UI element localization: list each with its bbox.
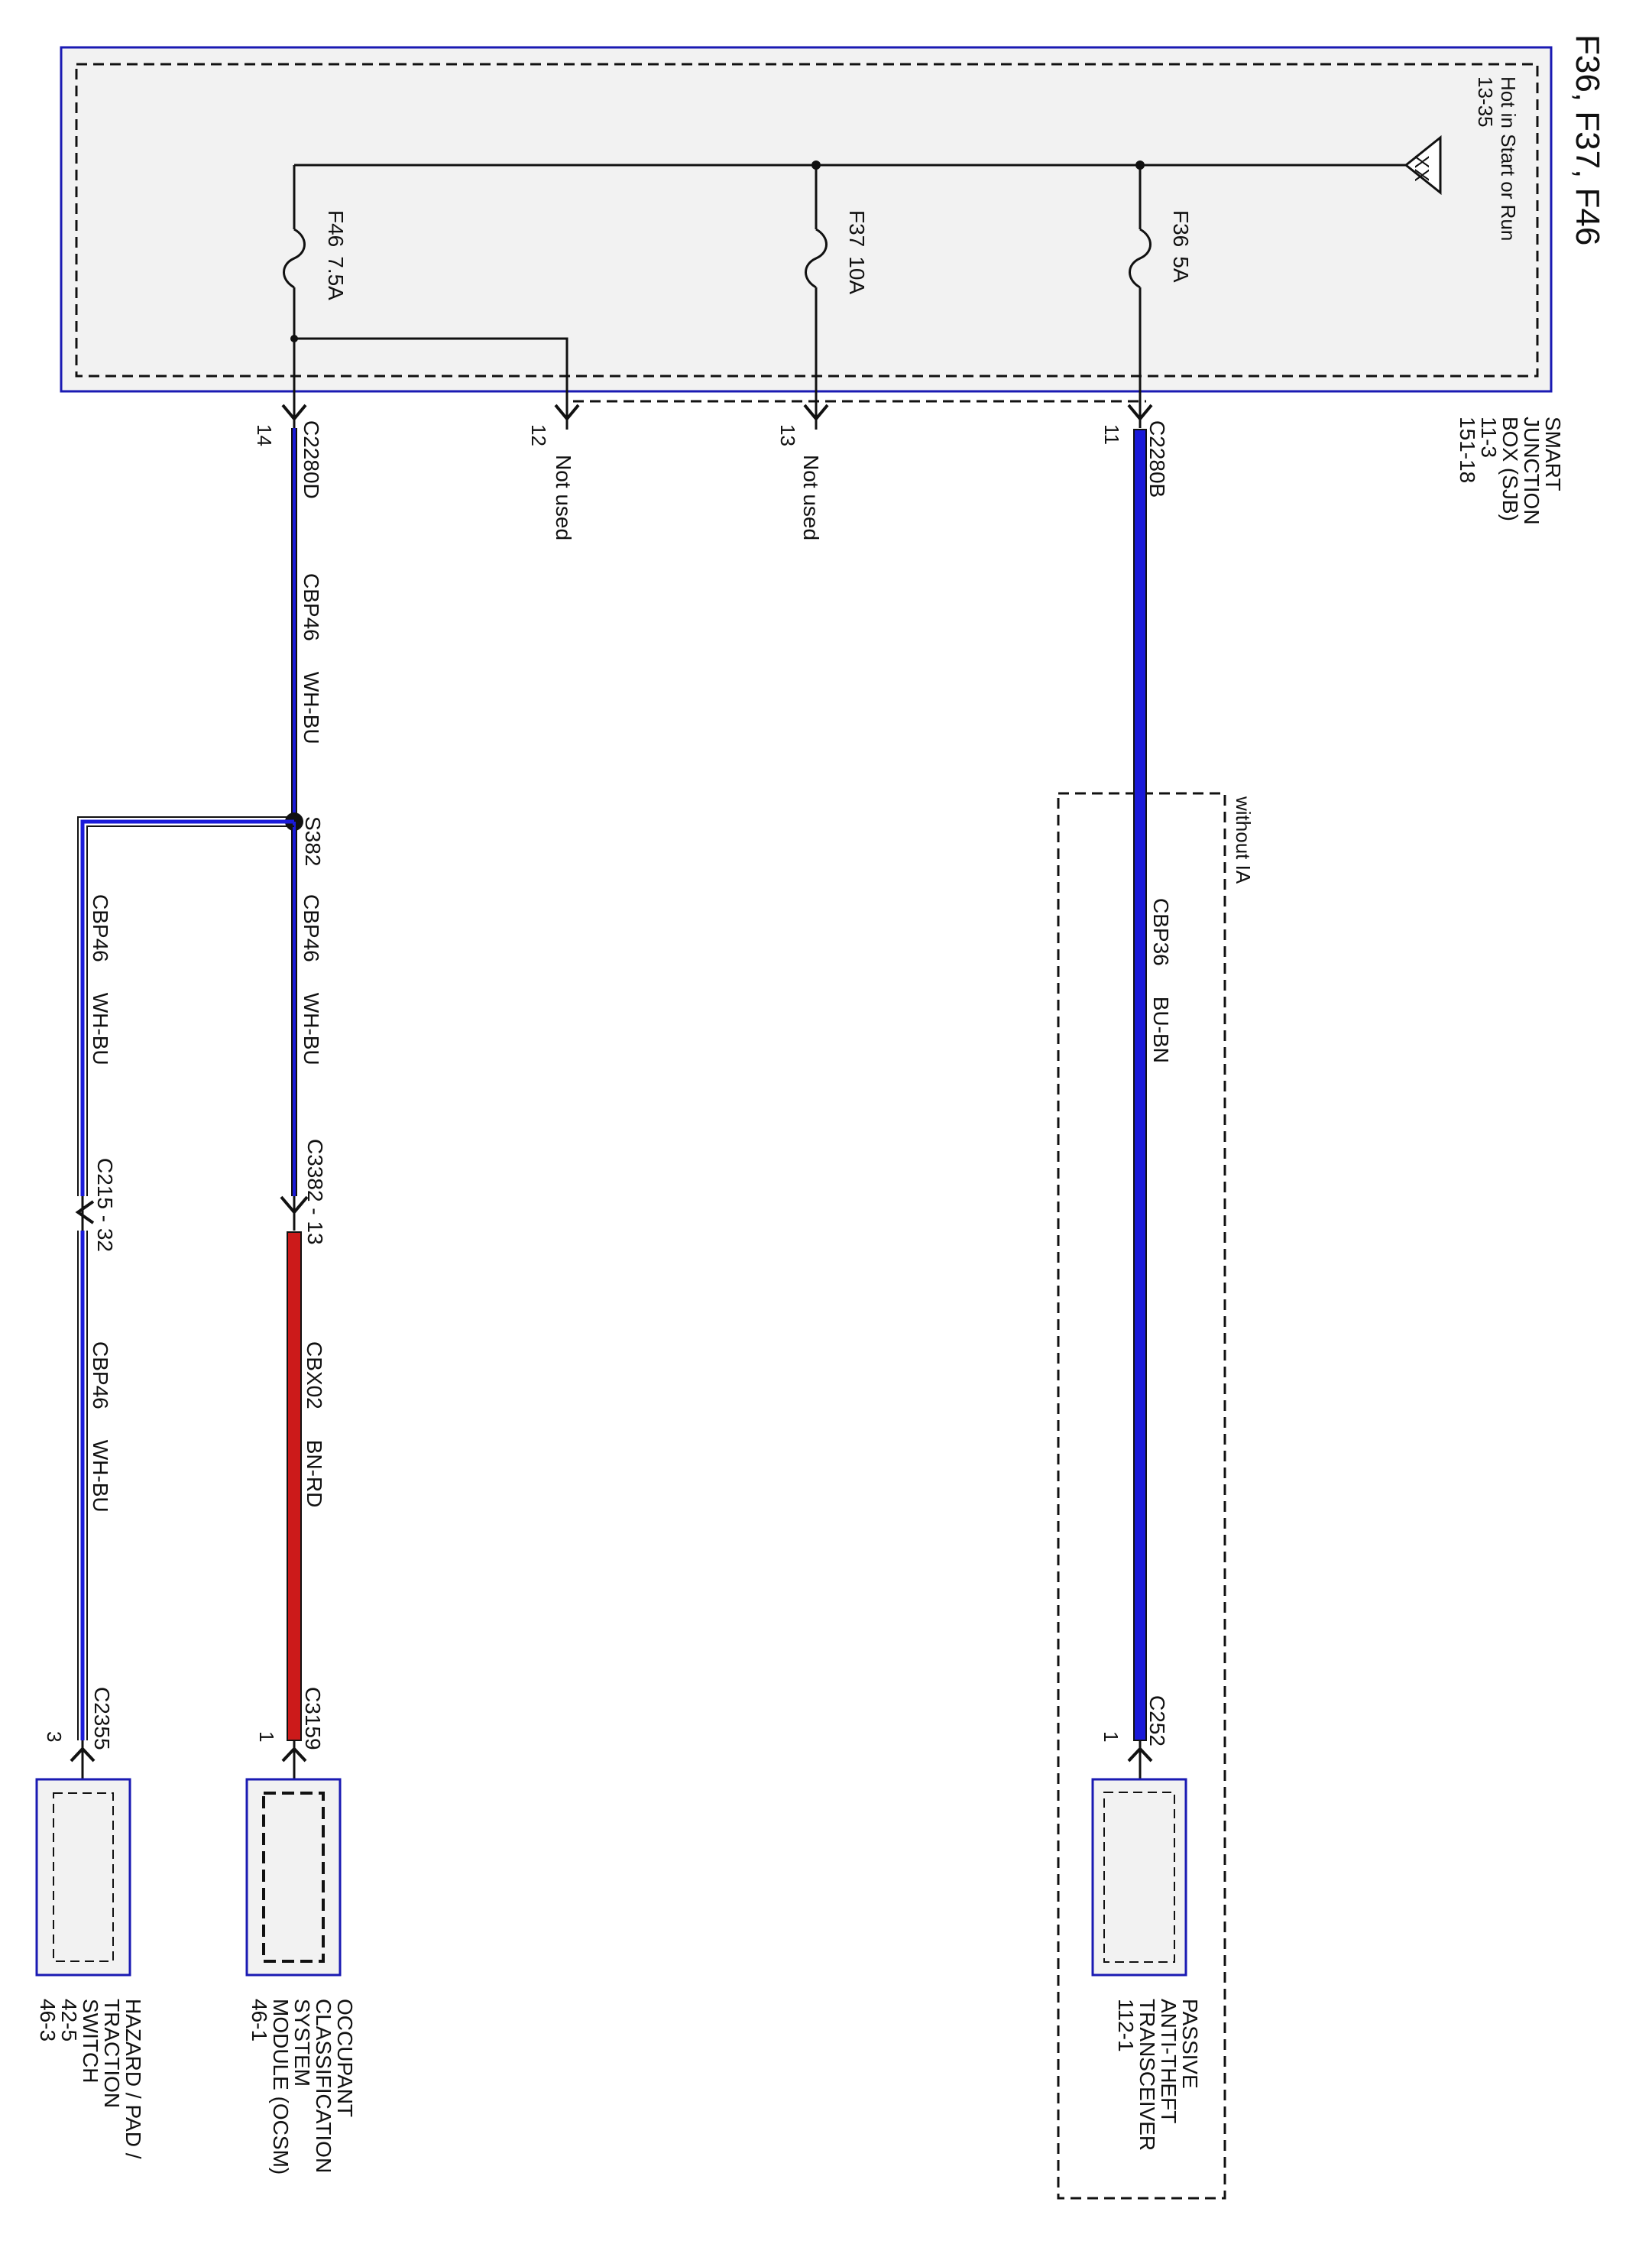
wire-cbp46-to-splice: CBP46WH-BU [291,428,323,822]
svg-text:CBP36BU-BN: CBP36BU-BN [1149,898,1173,1063]
power-source-triangle-icon: XX [1404,135,1442,196]
sjb-name-label: SMARTJUNCTIONBOX (SJB)11-3151-18 [1456,417,1565,525]
inline-connector-c3382: C3382 - 13 [280,1139,327,1245]
component-passive-anti-theft-transceiver: C252 1 PASSIVEANTI-THEFTTRANSCEIVER112-1 [1091,1695,1202,2151]
svg-text:C215 - 32: C215 - 32 [93,1158,117,1252]
sjb-pin-13: 13 Not used [776,397,829,540]
svg-text:1: 1 [255,1731,278,1742]
svg-text:13: 13 [776,424,799,446]
power-source-label: Hot in Start or Run13-35 [1474,76,1520,241]
svg-text:C3382 - 13: C3382 - 13 [303,1139,327,1245]
svg-text:Hot in Start or Run13-35: Hot in Start or Run13-35 [1474,76,1520,241]
svg-text:Not used: Not used [799,455,823,540]
sjb-name-line: BOX (SJB) [1498,417,1522,521]
svg-text:C2280D: C2280D [300,420,323,499]
fuse-icon [1129,228,1152,289]
sjb-box [60,46,1553,393]
svg-text:F467.5A: F467.5A [324,210,348,300]
component-occupant-classification-system-module: C3159 1 OCCUPANTCLASSIFICATIONSYSTEMMODU… [245,1687,357,2175]
inline-connector-c215: C215 - 32 [75,1158,117,1252]
wire-cbp46-to-ocsm: CBP46WH-BU [291,822,323,1196]
svg-text:14: 14 [253,424,276,446]
svg-text:11: 11 [1100,424,1123,445]
fuse-f46: F467.5A [283,165,568,397]
svg-text:C2355: C2355 [90,1687,114,1750]
svg-text:CBP46WH-BU: CBP46WH-BU [300,573,323,744]
svg-text:F3710A: F3710A [845,210,869,294]
wire-cbx02: CBX02BN-RD [287,1231,326,1741]
option-box-label: without IA [1232,796,1255,884]
fuse-icon [805,228,828,289]
svg-text:F365A: F365A [1169,210,1193,283]
sjb-pin-11: 11 C2280B [1100,397,1169,498]
diagram-title: F36, F37, F46 [1569,34,1606,245]
sjb-name-line: SMART [1541,417,1565,491]
wire-cbp46-to-hazard: CBP46WH-BU [77,816,294,1196]
wire-cbp46-hazard-segment-2: CBP46WH-BU [77,1231,112,1740]
svg-text:CBX02BN-RD: CBX02BN-RD [303,1341,326,1507]
fuse-f37: F3710A [805,165,869,397]
svg-text:CBP46WH-BU: CBP46WH-BU [89,1341,112,1513]
fuse-f36: F365A [1129,165,1193,397]
svg-text:C252: C252 [1145,1695,1169,1746]
svg-text:CBP46WH-BU: CBP46WH-BU [89,894,112,1065]
sjb-name-line: 151-18 [1456,417,1479,483]
svg-text:OCCUPANTCLASSIFICATIONSYSTEMMO: OCCUPANTCLASSIFICATIONSYSTEMMODULE (OCSM… [248,1999,357,2175]
svg-text:C2280B: C2280B [1145,420,1169,498]
svg-text:C3159: C3159 [301,1687,325,1750]
svg-text:PASSIVEANTI-THEFTTRANSCEIVER11: PASSIVEANTI-THEFTTRANSCEIVER112-1 [1114,1999,1202,2151]
sjb-name-line: 11-3 [1477,417,1501,458]
svg-text:HAZARD / PAD /TRACTIONSWITCH42: HAZARD / PAD /TRACTIONSWITCH42-546-3 [36,1999,145,2159]
connector-arrow-icon [281,1746,307,1763]
fuse-icon [283,228,306,289]
svg-text:12: 12 [527,424,550,446]
sjb-name-line: JUNCTION [1520,417,1543,525]
sjb-pin-14: 14 C2280D [253,397,323,499]
splice-label: S382 [301,816,325,866]
svg-text:SMARTJUNCTIONBOX (SJB)11-3151-: SMARTJUNCTIONBOX (SJB)11-3151-18 [1456,417,1565,525]
connector-arrow-icon [1127,1746,1153,1763]
wire-cbp36: CBP36BU-BN [1133,429,1173,1741]
f46-branch-to-pin12 [294,337,568,397]
component-hazard-pad-traction-switch: C2355 3 HAZARD / PAD /TRACTIONSWITCH42-5… [35,1687,145,2159]
connector-arrow-icon [70,1746,96,1763]
svg-text:1: 1 [1100,1731,1122,1742]
svg-text:XX: XX [1411,155,1433,182]
svg-text:Not used: Not used [552,455,575,540]
sjb-inner-border [75,63,1539,378]
svg-text:CBP46WH-BU: CBP46WH-BU [300,894,323,1065]
option-box-without-ia [1057,792,1226,2200]
svg-text:3: 3 [43,1731,66,1742]
sjb-pin-12: 12 Not used [527,397,580,540]
